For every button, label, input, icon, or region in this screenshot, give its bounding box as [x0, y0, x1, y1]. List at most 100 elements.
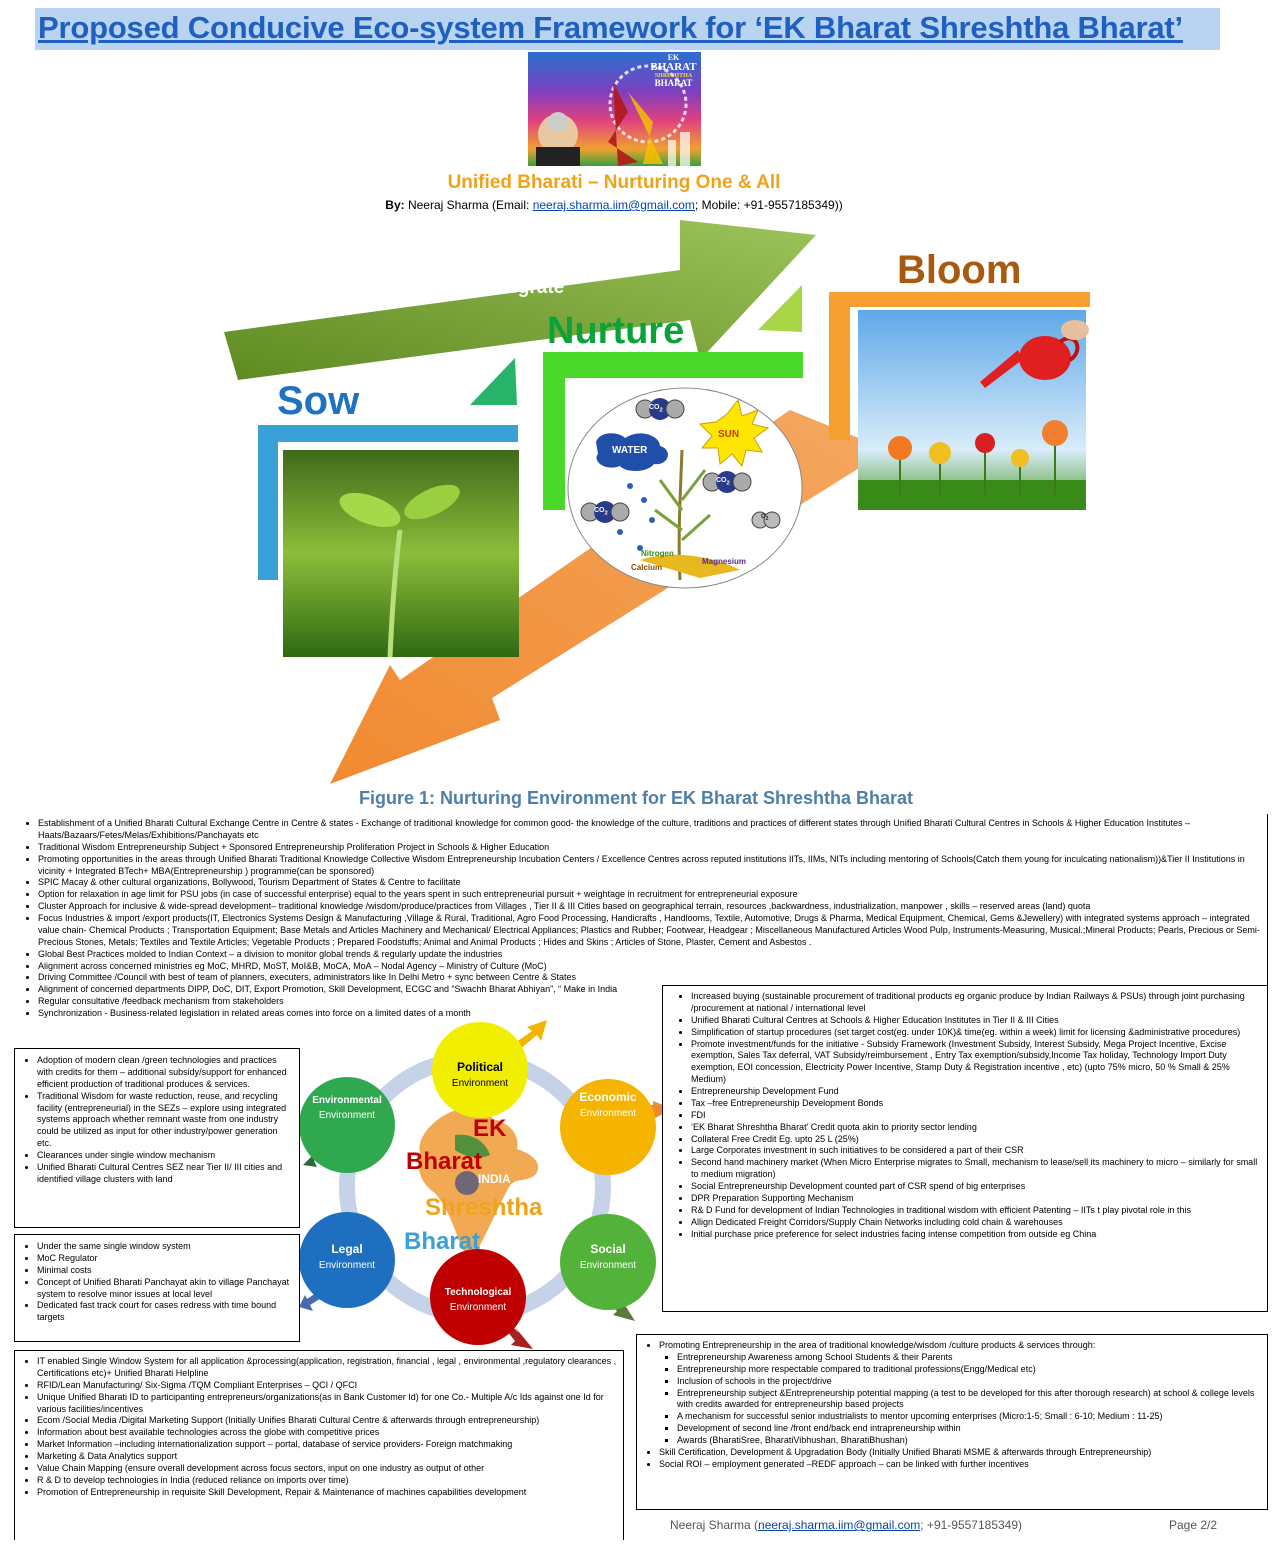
list-item: R& D Fund for development of Indian Tech… [691, 1205, 1261, 1217]
technological-arrow [507, 1327, 533, 1349]
byline-name: Neeraj Sharma (Email: [407, 198, 530, 212]
integrate-arrow [224, 220, 816, 380]
list-item: Ecom /Social Media /Digital Marketing Su… [37, 1415, 617, 1427]
list-item: Alignment across concerned ministries eg… [38, 961, 1261, 973]
list-item: Value Chain Mapping (ensure overall deve… [37, 1463, 617, 1475]
economic-node [560, 1079, 656, 1175]
seedling-photo [283, 450, 519, 657]
list-item: DPR Preparation Supporting Mechanism [691, 1193, 1261, 1205]
social-sub-list: Entrepreneurship Awareness among School … [641, 1352, 1261, 1447]
list-item: Unified Bharati Cultural Centres SEZ nea… [37, 1162, 293, 1186]
list-item: MoC Regulator [37, 1253, 293, 1265]
list-item: Market Information –including internatio… [37, 1439, 617, 1451]
footer-page-number: Page 2/2 [1169, 1518, 1218, 1532]
co2-molecule-icon-3 [580, 501, 630, 523]
nurture-label: Nurture [547, 310, 685, 352]
social-list: Promoting Entrepreneurship in the area o… [641, 1340, 1261, 1352]
co2-molecule-icon-2 [702, 471, 752, 493]
list-item: Traditional Wisdom Entrepreneurship Subj… [38, 842, 1261, 854]
byline: By: Neeraj Sharma (Email: neeraj.sharma.… [0, 198, 1228, 212]
logo-art [536, 64, 690, 166]
pestel-wheel [299, 1020, 673, 1349]
footer-author: Neeraj Sharma (neeraj.sharma.iim@gmail.c… [670, 1518, 1023, 1532]
strong-bond-label: Strong Bond [615, 662, 726, 686]
logo-text-bharat2: BHARAT [654, 78, 693, 88]
social-intro: Promoting Entrepreneurship in the area o… [659, 1340, 1261, 1352]
legal-node [299, 1212, 395, 1308]
list-item: Promotion of Entrepreneurship in requisi… [37, 1487, 617, 1499]
list-item: Entrepreneurship Development Fund [691, 1086, 1261, 1098]
environmental-list: Adoption of modern clean /green technolo… [19, 1055, 293, 1186]
o2-label: O2 [761, 514, 769, 523]
title-banner [35, 8, 1220, 50]
list-item: R & D to develop technologies in India (… [37, 1475, 617, 1487]
sow-label: Sow [277, 379, 360, 423]
bloom-label: Bloom [897, 248, 1022, 292]
logo-text-ek: EK [667, 53, 680, 62]
list-item: Tax –free Entrepreneurship Development B… [691, 1098, 1261, 1110]
list-item: Synchronization - Business-related legis… [38, 1008, 1261, 1020]
list-item: Under the same single window system [37, 1241, 293, 1253]
technological-node [430, 1249, 526, 1345]
sow-bracket [258, 425, 518, 580]
byline-mobile: ; Mobile: +91-9557185349)) [694, 198, 843, 212]
list-item: Adoption of modern clean /green technolo… [37, 1055, 293, 1091]
subtitle: Unified Bharati – Nurturing One & All [447, 172, 781, 193]
co2-label-2: CO2 [716, 477, 730, 487]
co2-label: CO2 [649, 404, 663, 414]
logo-text-bharat: BHARAT [650, 61, 697, 73]
list-item: Collateral Free Credit Eg. upto 25 L (25… [691, 1134, 1261, 1146]
list-item: Focus Industries & import /export produc… [38, 913, 1261, 949]
triangle-green [470, 358, 517, 405]
environmental-box: Adoption of modern clean /green technolo… [14, 1048, 300, 1228]
list-item: A mechanism for successful senior indust… [677, 1411, 1261, 1423]
list-item: RFID/Lean Manufacturing/ Six-Sigma /TQM … [37, 1380, 617, 1392]
byline-email-link[interactable]: neeraj.sharma.iim@gmail.com [532, 198, 695, 212]
list-item: Development of second line /front end/ba… [677, 1423, 1261, 1435]
list-item: Clearances under single window mechanism [37, 1150, 293, 1162]
center-bharat: Bharat [406, 1148, 483, 1175]
page-title: Proposed Conducive Eco-system Framework … [38, 10, 1183, 45]
magnesium-label: Magnesium [702, 557, 747, 566]
list-item: Entrepreneurship more respectable compar… [677, 1364, 1261, 1376]
co2-label-3: CO2 [594, 507, 608, 517]
co2-molecule-icon [635, 398, 685, 420]
rain-drops-icon [617, 483, 655, 551]
footer-email-link[interactable]: neeraj.sharma.iim@gmail.com [758, 1518, 921, 1532]
list-item: Traditional Wisdom for waste reduction, … [37, 1091, 293, 1150]
social-box: Promoting Entrepreneurship in the area o… [636, 1334, 1268, 1510]
political-arrow [515, 1020, 547, 1049]
list-item: Regular consultative /feedback mechanism… [38, 996, 1261, 1008]
list-item: Minimal costs [37, 1265, 293, 1277]
byline-prefix: By: [385, 198, 405, 212]
list-item: Second hand machinery market (When Micro… [691, 1157, 1261, 1181]
bloom-bracket [829, 292, 1090, 440]
list-item: Establishment of a Unified Bharati Cultu… [38, 818, 1261, 842]
list-item: Unique Unified Bharati ID to participant… [37, 1392, 617, 1416]
economic-box: Increased buying (sustainable procuremen… [662, 985, 1268, 1312]
list-item: Social Entrepreneurship Development coun… [691, 1181, 1261, 1193]
social-node [560, 1214, 656, 1310]
list-item: Concept of Unified Bharati Panchayat aki… [37, 1277, 293, 1301]
triangle-lime [758, 285, 802, 332]
list-item: Promoting opportunities in the areas thr… [38, 854, 1261, 878]
center-india: INDIA [478, 1172, 511, 1186]
ecosystem-diagram [224, 220, 1090, 784]
list-item: Inclusion of schools in the project/driv… [677, 1376, 1261, 1388]
list-item: IT enabled Single Window System for all … [37, 1356, 617, 1380]
logo-text-shreshtha: SHRESHTHA [654, 73, 693, 79]
social-rest-list: Skill Certification, Development & Upgra… [641, 1447, 1261, 1471]
list-item: ‘EK Bharat Shreshtha Bharat’ Credit quot… [691, 1122, 1261, 1134]
list-item: Large Corporates investment in such init… [691, 1145, 1261, 1157]
list-item: Initial purchase price preference for se… [691, 1229, 1261, 1241]
list-item: Global Best Practices molded to Indian C… [38, 949, 1261, 961]
political-node [432, 1022, 528, 1118]
list-item: Allign Dedicated Freight Corridors/Suppl… [691, 1217, 1261, 1229]
environmental-node [299, 1077, 395, 1173]
center-shreshtha: Shreshtha [425, 1194, 543, 1221]
list-item: Social ROI – employment generated –REDF … [659, 1459, 1261, 1471]
cultural-initiatives-list: Establishment of a Unified Bharati Cultu… [20, 818, 1261, 1020]
